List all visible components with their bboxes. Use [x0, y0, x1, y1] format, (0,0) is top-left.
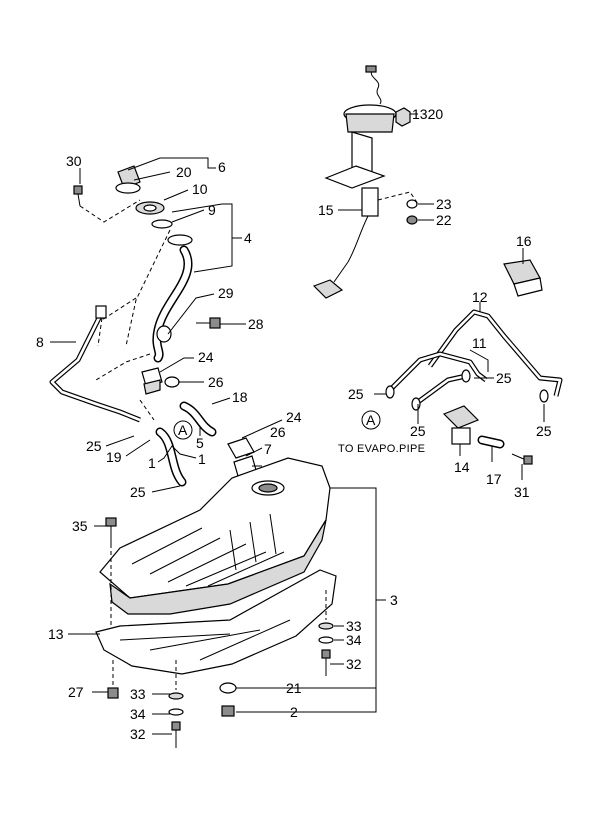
hose-17	[477, 435, 505, 449]
label-30: 30	[66, 153, 82, 169]
drain-plug-2	[221, 705, 235, 717]
part-number-labels: 1320 30 20 6 10 9 4 15 23 22 16 29 28 8 …	[36, 106, 552, 742]
filler-cap	[115, 165, 141, 194]
vapor-pipe-12	[427, 309, 563, 397]
reference-a-right-text: A	[366, 412, 376, 428]
label-19: 19	[106, 449, 122, 465]
label-32-right: 32	[346, 656, 362, 672]
label-25-left-of-a: 25	[348, 386, 364, 402]
label-5: 5	[196, 435, 204, 451]
label-27: 27	[68, 684, 84, 700]
clamp-25-right	[385, 369, 549, 411]
reference-a-right: A	[361, 410, 381, 430]
vapor-pipe-11	[388, 351, 488, 405]
canister-14	[442, 405, 480, 445]
label-31: 31	[514, 484, 530, 500]
bolt-32-right	[321, 649, 331, 676]
washers-33-34-left	[168, 692, 184, 716]
label-22: 22	[436, 212, 452, 228]
nuts-22-23	[406, 199, 418, 225]
bolt-32-left	[171, 721, 181, 748]
label-34-left: 34	[130, 706, 146, 722]
label-25-center: 25	[410, 423, 426, 439]
fuel-pump-sender-assembly	[312, 65, 419, 299]
label-29: 29	[218, 285, 234, 301]
label-15: 15	[318, 202, 334, 218]
label-1-left: 1	[148, 455, 156, 471]
breather-pipe-assembly	[49, 305, 141, 423]
filler-gasket	[151, 219, 173, 229]
label-25-upper-right: 25	[496, 370, 512, 386]
reference-a-left-text: A	[178, 422, 188, 438]
evapo-pipe-note: TO EVAPO.PIPE	[338, 443, 425, 455]
nut-27	[107, 687, 119, 699]
washers-33-34-right	[318, 622, 334, 644]
hose-1	[155, 427, 187, 487]
bolt-31	[511, 453, 533, 465]
label-25-left: 25	[86, 438, 102, 454]
label-6: 6	[218, 159, 226, 175]
label-4: 4	[244, 230, 252, 246]
skid-plate-13	[95, 569, 337, 675]
part-1320-gasket	[395, 107, 411, 127]
label-12: 12	[472, 289, 488, 305]
label-18: 18	[232, 389, 248, 405]
bolt-35	[105, 517, 117, 544]
label-24-lower: 24	[286, 409, 302, 425]
hose-18	[179, 401, 217, 437]
label-23: 23	[436, 196, 452, 212]
vent-hose-24	[141, 367, 163, 395]
clamp-26	[164, 376, 180, 388]
gasket-21	[219, 682, 237, 694]
label-8: 8	[36, 334, 44, 350]
label-33-left: 33	[130, 686, 146, 702]
clip-16	[503, 259, 543, 297]
label-25-right: 25	[536, 423, 552, 439]
filler-neck-pipe	[152, 234, 193, 363]
label-32-left: 32	[130, 726, 146, 742]
label-11: 11	[472, 335, 487, 351]
reference-a-left: A	[173, 420, 193, 440]
label-35: 35	[72, 518, 88, 534]
label-26-lower: 26	[270, 424, 286, 440]
label-2: 2	[290, 704, 298, 720]
label-10: 10	[192, 181, 208, 197]
bolt-28	[196, 317, 221, 329]
label-21: 21	[286, 680, 302, 696]
label-24-upper: 24	[198, 349, 214, 365]
fuel-tank-3	[99, 457, 331, 615]
filler-bolt	[73, 185, 83, 207]
label-1-right: 1	[198, 451, 206, 467]
label-7: 7	[264, 441, 272, 457]
filler-ring	[135, 201, 165, 215]
label-34-right: 34	[346, 632, 362, 648]
label-28: 28	[248, 316, 264, 332]
label-14: 14	[454, 459, 470, 475]
label-3: 3	[390, 592, 398, 608]
label-20: 20	[176, 164, 192, 180]
label-33-right: 33	[346, 618, 362, 634]
label-17: 17	[486, 471, 502, 487]
label-9: 9	[208, 202, 216, 218]
grommet-29	[156, 325, 172, 343]
leader-lines	[50, 113, 545, 735]
label-13: 13	[48, 626, 64, 642]
label-1320: 1320	[412, 106, 443, 122]
label-25-lower-left: 25	[130, 484, 146, 500]
label-16: 16	[516, 233, 532, 249]
label-26-upper: 26	[208, 374, 224, 390]
